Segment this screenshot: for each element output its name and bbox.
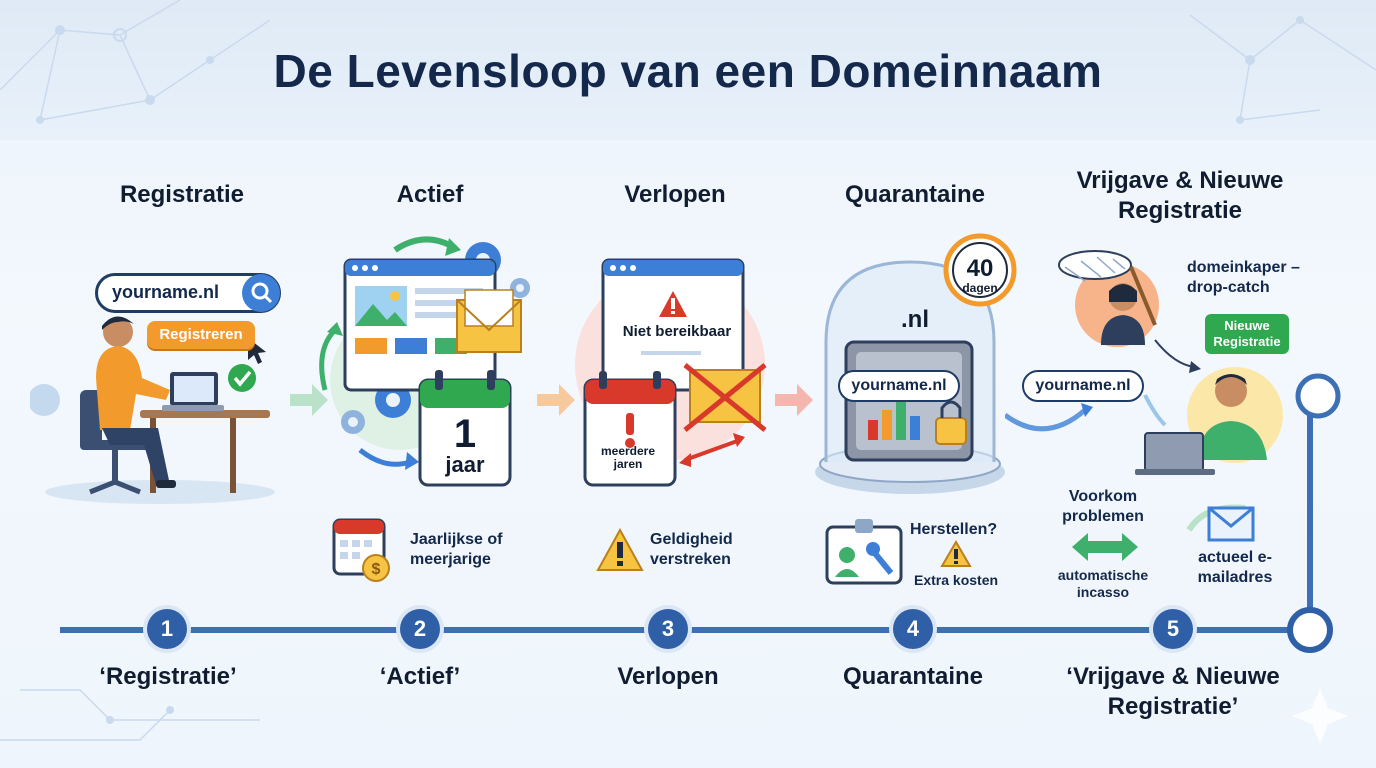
stage-title-quarantaine: Quarantaine [844,181,986,208]
arrow-right-icon [775,384,813,416]
arrow-right-icon [290,384,328,416]
prevent-problems-note: Voorkom problemen [1062,488,1144,525]
quarantine-domain-pill: yourname.nl [838,370,960,402]
arrow-right-icon [537,384,575,416]
page-title: De Levensloop van een Domeinnaam [273,45,1103,97]
registration-term-note: Jaarlijkse of meerjarige [410,531,503,568]
timeline-line [60,373,1341,653]
timeline-step-5: 5 [1153,609,1193,649]
autopay-note: automatische incasso [1057,567,1149,600]
domain-search-value: yourname.nl [112,282,220,302]
stage-title-vrijgave: Vrijgave & Nieuwe Registratie [1076,167,1284,224]
stage-title-verlopen: Verlopen [624,181,726,208]
release-illustration [1005,250,1283,475]
email-note: actueel e-mailadres [1197,549,1273,586]
timeline-label-3: Verlopen [617,663,719,690]
timeline-label-4: Quarantaine [842,663,984,690]
multiple-years-text: meerdere jaren [600,444,656,471]
timeline-label-5: ‘Vrijgave & Nieuwe Registratie’ [1066,663,1280,720]
search-icon[interactable] [242,274,280,312]
timeline-end-node [1295,373,1341,419]
register-button[interactable]: Registreren [147,321,255,349]
timeline-label-2: ‘Actief’ [379,663,461,690]
registration-illustration [30,316,275,504]
svg-text:$: $ [372,561,381,578]
stage-title-actief: Actief [396,181,464,208]
warning-icon [596,528,644,571]
extra-costs-note: Extra kosten [914,572,999,588]
not-reachable-text: Niet bereikbaar [622,323,732,340]
double-arrow-icon [1072,533,1138,561]
domain-search-input[interactable]: yourname.nl [95,273,281,313]
expired-illustration [575,258,767,487]
timeline-dot-left [30,384,60,416]
restore-question: Herstellen? [910,521,998,538]
validity-expired-note: Geldigheid verstreken [650,531,733,568]
released-domain-pill: yourname.nl [1022,370,1144,402]
timeline-label-1: ‘Registratie’ [99,663,237,690]
calendar-year-unit: jaar [445,452,485,477]
email-icon [1186,504,1255,542]
quarantine-timer-value: 40 [966,255,994,282]
stage-title-registratie: Registratie [119,181,245,208]
tld-label: .nl [901,306,929,333]
new-registration-badge: Nieuwe Registratie [1205,314,1289,354]
id-card-wrench-icon [825,519,903,585]
timeline-terminal-node [1287,607,1333,653]
calendar-year-number: 1 [453,412,477,456]
quarantine-timer-unit: dagen [962,281,998,295]
calendar-coins-icon: $ [332,518,390,582]
timeline-step-3: 3 [648,609,688,649]
timeline-step-2: 2 [400,609,440,649]
warning-icon [940,540,972,567]
hijacker-label: domeinkaper – drop-catch [1187,259,1300,296]
header-band [0,0,1376,140]
timeline-step-1: 1 [147,609,187,649]
timeline-step-4: 4 [893,609,933,649]
active-illustration [319,236,530,487]
